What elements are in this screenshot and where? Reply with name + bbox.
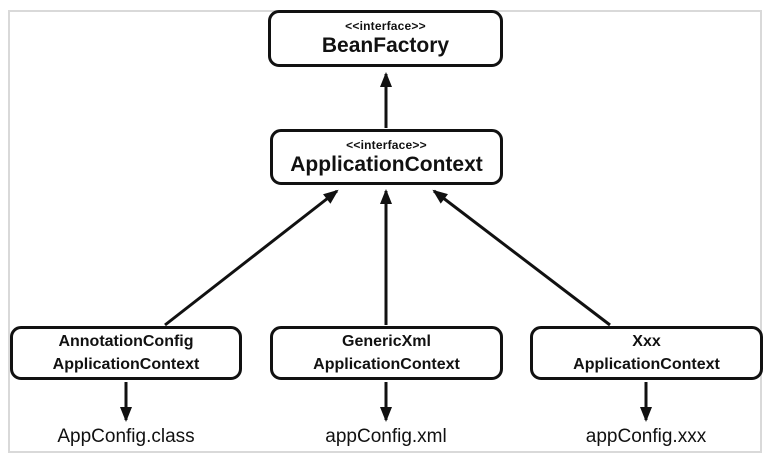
edge-annotationconfig-to-applicationcontext [164,189,339,327]
annotationconfig-name-line1: AnnotationConfig [58,333,194,350]
label-appconfig-xml: appConfig.xml [325,426,447,447]
xxx-name-line2: ApplicationContext [573,356,720,373]
applicationcontext-stereotype: <<interface>> [346,137,427,152]
annotationconfig-name-line2: ApplicationContext [52,356,200,373]
beanfactory-name: BeanFactory [321,34,450,57]
node-annotationconfig-applicationcontext: AnnotationConfig ApplicationContext [10,326,242,380]
edge-xxx-to-applicationcontext [432,189,611,327]
node-applicationcontext: <<interface>> ApplicationContext [270,129,503,185]
node-genericxml-applicationcontext: GenericXml ApplicationContext [270,326,503,380]
applicationcontext-name: ApplicationContext [290,152,483,176]
xxx-name-line1: Xxx [632,333,661,350]
genericxml-name-line1: GenericXml [342,333,431,350]
label-appconfig-xxx: appConfig.xxx [585,426,707,447]
genericxml-name-line2: ApplicationContext [313,356,460,373]
beanfactory-stereotype: <<interface>> [345,19,426,33]
node-xxx-applicationcontext: Xxx ApplicationContext [530,326,763,380]
label-appconfig-class: AppConfig.class [57,426,195,447]
node-beanfactory: <<interface>> BeanFactory [268,10,503,67]
